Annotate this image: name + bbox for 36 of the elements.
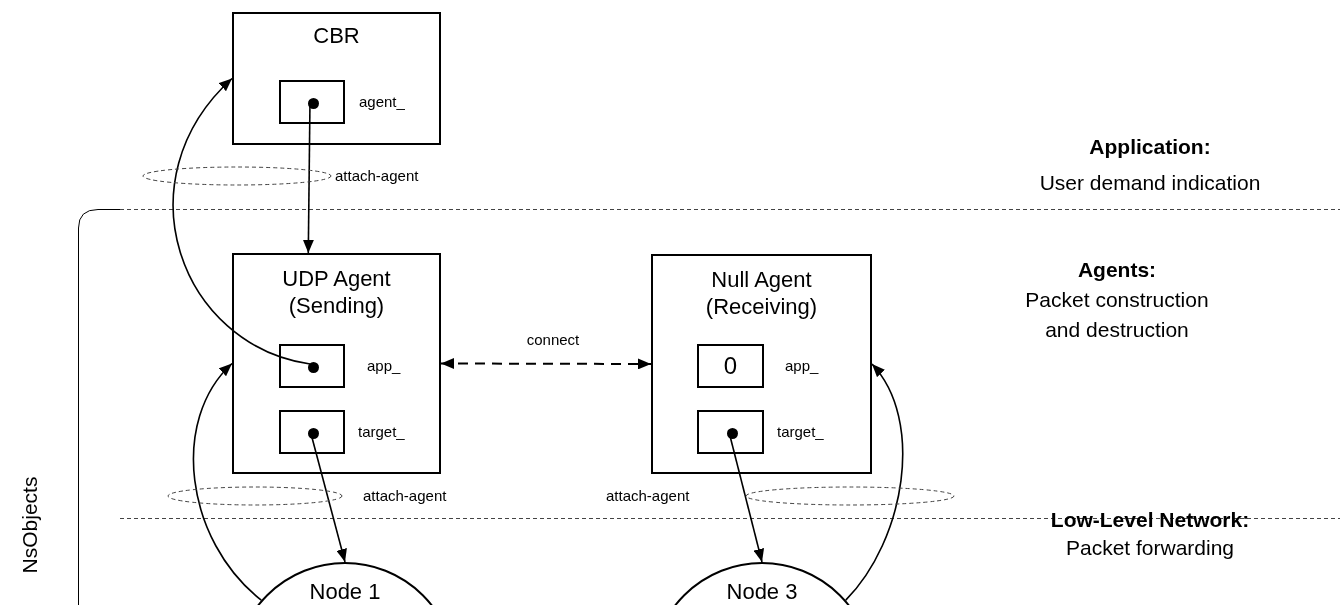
arrow [844, 363, 904, 601]
node-label: UDP Agent (Sending) [281, 265, 392, 319]
field-name: attach-agent [606, 486, 690, 506]
field-name: attach-agent [363, 486, 447, 506]
arrow [172, 77, 311, 365]
group-label: NsObjects [17, 475, 42, 576]
node-label: Node 1 [308, 578, 382, 605]
field-name: target_ [777, 422, 824, 442]
layer-heading: Application: [1088, 134, 1212, 160]
arrow [440, 358, 652, 370]
agent-box [232, 253, 441, 474]
field-name: agent_ [359, 92, 405, 112]
dashed-ellipse [142, 166, 332, 186]
field-name: target_ [358, 422, 405, 442]
agent-box [651, 254, 872, 474]
slot-box [697, 410, 764, 454]
slot-box [279, 80, 345, 124]
field-name: app_ [367, 356, 401, 376]
node-label: CBR [312, 22, 361, 49]
agent-box [232, 12, 441, 145]
layer-heading: Agents: [1076, 257, 1158, 283]
node-label: Node 3 [725, 578, 799, 605]
arrow [192, 362, 263, 601]
dashed-ellipse [745, 486, 955, 506]
dashed-ellipse [167, 486, 343, 506]
field-name: attach-agent [335, 166, 419, 186]
slot-box [279, 344, 345, 388]
layer-heading: Low-Level Network: [1049, 507, 1251, 533]
layer-description: Packet construction and destruction [1024, 287, 1210, 343]
layer-description: User demand indication [1038, 170, 1262, 196]
layer-description: Packet forwarding [1064, 535, 1236, 561]
value-box [697, 344, 764, 388]
node-label: Null Agent (Receiving) [704, 266, 819, 320]
field-name: app_ [785, 356, 819, 376]
node-label: 0 [722, 352, 739, 379]
slot-box [279, 410, 345, 454]
